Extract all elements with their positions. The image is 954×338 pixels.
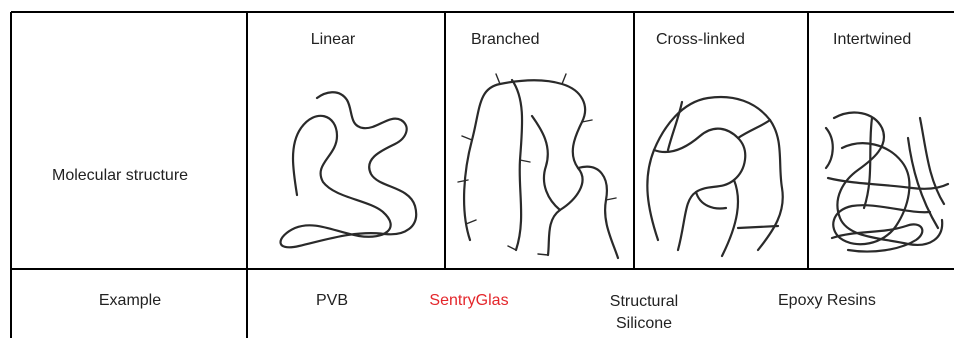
linear-chain-drawing xyxy=(279,91,418,249)
branched-chain-drawing xyxy=(457,73,620,260)
column-heading-linear: Linear xyxy=(310,31,356,48)
row-label-molecular-structure: Molecular structure xyxy=(52,167,189,184)
row-label-example: Example xyxy=(98,292,162,309)
column-heading-intertwined: Intertwined xyxy=(833,31,912,48)
example-pvb: PVB xyxy=(315,292,349,309)
intertwined-chain-drawing xyxy=(824,111,950,253)
cross-linked-chain-drawing xyxy=(646,95,784,258)
example-structural-silicone: Structural Silicone xyxy=(609,293,679,332)
column-heading-branched: Branched xyxy=(471,31,540,48)
example-epoxy-resins: Epoxy Resins xyxy=(778,292,876,309)
column-heading-cross-linked: Cross-linked xyxy=(656,31,745,48)
example-sentryglas: SentryGlas xyxy=(429,292,509,309)
